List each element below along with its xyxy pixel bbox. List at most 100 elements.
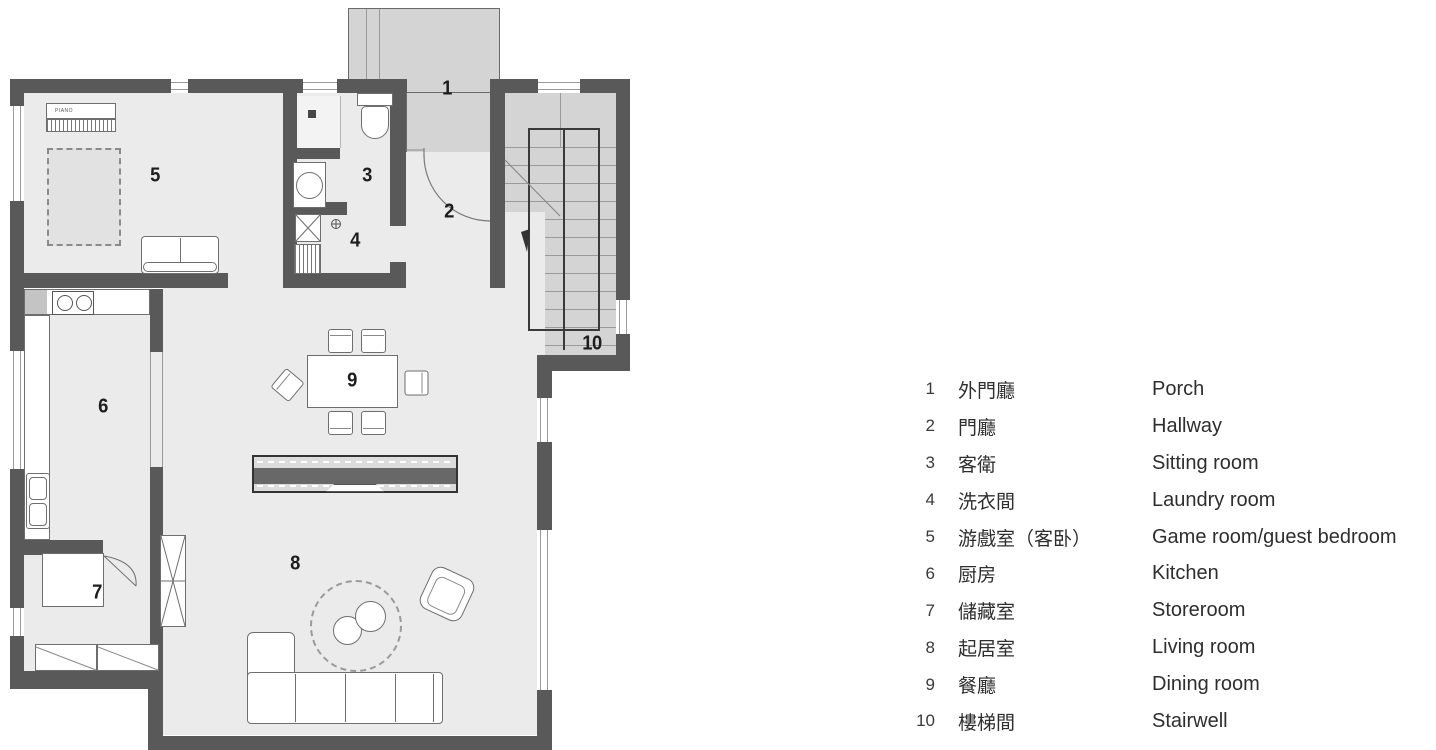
toilet-bowl: [361, 106, 389, 139]
legend-english: Laundry room: [1152, 488, 1276, 511]
legend-number: 9: [925, 674, 935, 694]
counter-corner: [25, 290, 47, 314]
armchair-seat: [424, 574, 468, 618]
legend-chinese: 起居室: [958, 638, 1016, 661]
wall: [390, 93, 406, 226]
room-label-livingroom: 8: [290, 552, 300, 575]
legend-chinese: 門廳: [958, 416, 997, 439]
legend-row: 1 外門廳 Porch: [905, 371, 1436, 408]
coffee-table: [355, 601, 386, 632]
round-rug: [310, 580, 402, 672]
legend-english: Kitchen: [1152, 562, 1219, 585]
wall: [148, 671, 163, 750]
legend-english: Game room/guest bedroom: [1152, 525, 1397, 548]
room-legend: 1 外門廳 Porch 2 門廳 Hallway 3 客衛 Sitting ro…: [905, 371, 1436, 740]
sofa-arm-line: [433, 674, 434, 722]
window: [303, 79, 337, 93]
wall: [293, 148, 340, 159]
room-label-hallway: 2: [444, 200, 454, 223]
piano: PIANO: [46, 103, 116, 119]
legend-number: 5: [925, 527, 935, 546]
window: [171, 79, 188, 93]
legend-chinese: 游戲室（客卧）: [958, 527, 1092, 550]
legend-chinese: 儲藏室: [958, 601, 1016, 624]
window: [537, 398, 552, 442]
wall: [150, 467, 163, 671]
legend-number: 3: [925, 453, 935, 473]
washbasin-bowl: [296, 172, 323, 199]
window: [616, 300, 630, 334]
legend-chinese: 客衛: [958, 453, 997, 476]
fridge: [42, 553, 104, 607]
floor-plan: PIANO: [0, 0, 660, 750]
legend-chinese: 樓梯間: [958, 711, 1016, 734]
stove-burner: [76, 295, 92, 311]
window: [10, 608, 24, 636]
legend-row: 9 餐廳 Dining room: [905, 666, 1436, 703]
dining-chair: [361, 411, 386, 435]
porch-area: [348, 8, 500, 93]
legend-number: 8: [925, 637, 935, 657]
legend-number: 7: [925, 600, 935, 620]
legend-row: 10 樓梯間 Stairwell: [905, 703, 1436, 740]
sideboard-dashes: [257, 461, 453, 463]
legend-row: 5 游戲室（客卧） Game room/guest bedroom: [905, 519, 1436, 556]
room-label-gameroom: 5: [150, 164, 160, 187]
wall: [10, 79, 407, 93]
storage-shelf: [97, 644, 159, 671]
legend-number: 4: [925, 490, 935, 510]
legend-english: Storeroom: [1152, 599, 1246, 622]
wall: [283, 93, 297, 288]
dryer-radiator: [294, 244, 321, 274]
stair-treads-right: [545, 147, 616, 355]
wall: [283, 273, 397, 288]
washing-machine: [295, 214, 321, 242]
legend-row: 2 門廳 Hallway: [905, 408, 1436, 445]
dining-chair: [404, 370, 429, 396]
legend-number: 1: [925, 379, 935, 399]
wall: [150, 289, 163, 352]
dining-chair: [361, 329, 386, 353]
sofa-divider: [345, 674, 346, 722]
guest-bed: [47, 148, 121, 246]
tv-unit: [326, 484, 384, 492]
legend-row: 3 客衛 Sitting room: [905, 445, 1436, 482]
room-label-laundry: 4: [350, 229, 360, 252]
toilet-tank: [357, 93, 393, 106]
room-label-storeroom: 7: [92, 581, 102, 604]
window: [10, 106, 24, 201]
hall-laundry-gap-floor: [390, 226, 406, 262]
sofa-divider: [180, 238, 181, 263]
wall: [148, 736, 552, 750]
porch-step-line: [379, 9, 380, 79]
room-label-kitchen: 6: [98, 395, 108, 418]
piano-keys: [46, 119, 116, 132]
room-label-stairwell: 10: [582, 332, 602, 355]
wall: [537, 355, 630, 371]
legend-chinese: 洗衣間: [958, 490, 1016, 513]
piano-label: PIANO: [55, 108, 74, 114]
wall: [10, 273, 228, 288]
stair-landing-divider: [560, 93, 561, 147]
sofa-backrest: [143, 262, 217, 272]
kitchen-doorway-floor: [150, 352, 163, 467]
stair-center-line: [563, 128, 565, 350]
dining-chair: [328, 411, 353, 435]
legend-chinese: 外門廳: [958, 379, 1016, 402]
legend-chinese: 餐廳: [958, 675, 997, 698]
legend-english: Hallway: [1152, 414, 1223, 437]
legend-row: 8 起居室 Living room: [905, 629, 1436, 666]
room-label-diningroom: 9: [347, 369, 357, 392]
storage-shelf: [35, 644, 97, 671]
dining-table: [307, 355, 398, 408]
wall: [616, 79, 630, 371]
tall-cabinet: [160, 535, 186, 627]
shower-drain: [308, 110, 316, 118]
sink-basin: [29, 503, 47, 526]
legend-number: 2: [925, 416, 935, 436]
shower-area: [297, 96, 341, 148]
stove-burner: [57, 295, 73, 311]
legend-english: Sitting room: [1152, 451, 1259, 474]
dining-chair: [328, 329, 353, 353]
